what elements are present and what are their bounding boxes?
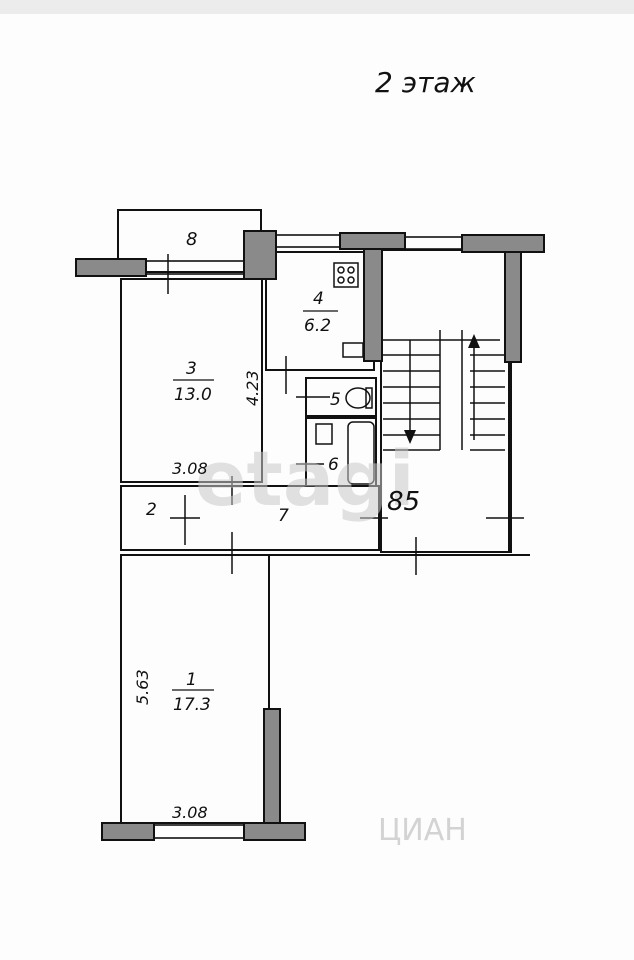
room-3-number: 3 [186, 359, 197, 379]
bath-outline [305, 417, 377, 487]
window [404, 236, 463, 250]
window [275, 234, 341, 248]
stove-icon [333, 262, 359, 288]
room-1-width-dimension: 3.08 [172, 803, 208, 822]
arrow-up-icon [468, 334, 480, 348]
room-4-area: 6.2 [304, 316, 331, 336]
room-5-number: 5 [330, 390, 341, 410]
top-band [0, 0, 634, 14]
wall-segment [363, 248, 383, 362]
watermark-cian: ЦИАН [378, 813, 467, 848]
window [145, 260, 245, 275]
room-1-area: 17.3 [173, 695, 211, 715]
bathtub-icon [347, 421, 375, 485]
stair-fragment-number: 85 [387, 487, 420, 517]
room-4-number: 4 [313, 289, 324, 309]
room-3-area: 13.0 [174, 385, 212, 405]
room-2-number: 2 [146, 500, 157, 520]
room-3-height-dimension: 4.23 [243, 370, 262, 406]
wall-segment [243, 230, 277, 280]
room-7-number: 7 [278, 506, 289, 526]
room-1-outline [120, 554, 270, 824]
sink-icon [342, 342, 364, 358]
stair-hall-outline [380, 249, 512, 553]
washbasin-icon [315, 423, 333, 445]
arrow-down-icon [404, 430, 416, 444]
toilet-icon [345, 387, 371, 409]
watermark-etagi: etagi [195, 434, 415, 523]
room-8-number: 8 [186, 229, 197, 250]
room-3-width-dimension: 3.08 [172, 459, 208, 478]
room-3-outline [120, 278, 263, 483]
room-1-height-dimension: 5.63 [133, 669, 152, 705]
wall-segment [504, 251, 522, 363]
wall-segment [263, 708, 281, 824]
window [153, 824, 245, 839]
room-6-number: 6 [328, 455, 339, 475]
room-1-number: 1 [186, 670, 197, 690]
floor-label: 2 этаж [375, 66, 476, 99]
